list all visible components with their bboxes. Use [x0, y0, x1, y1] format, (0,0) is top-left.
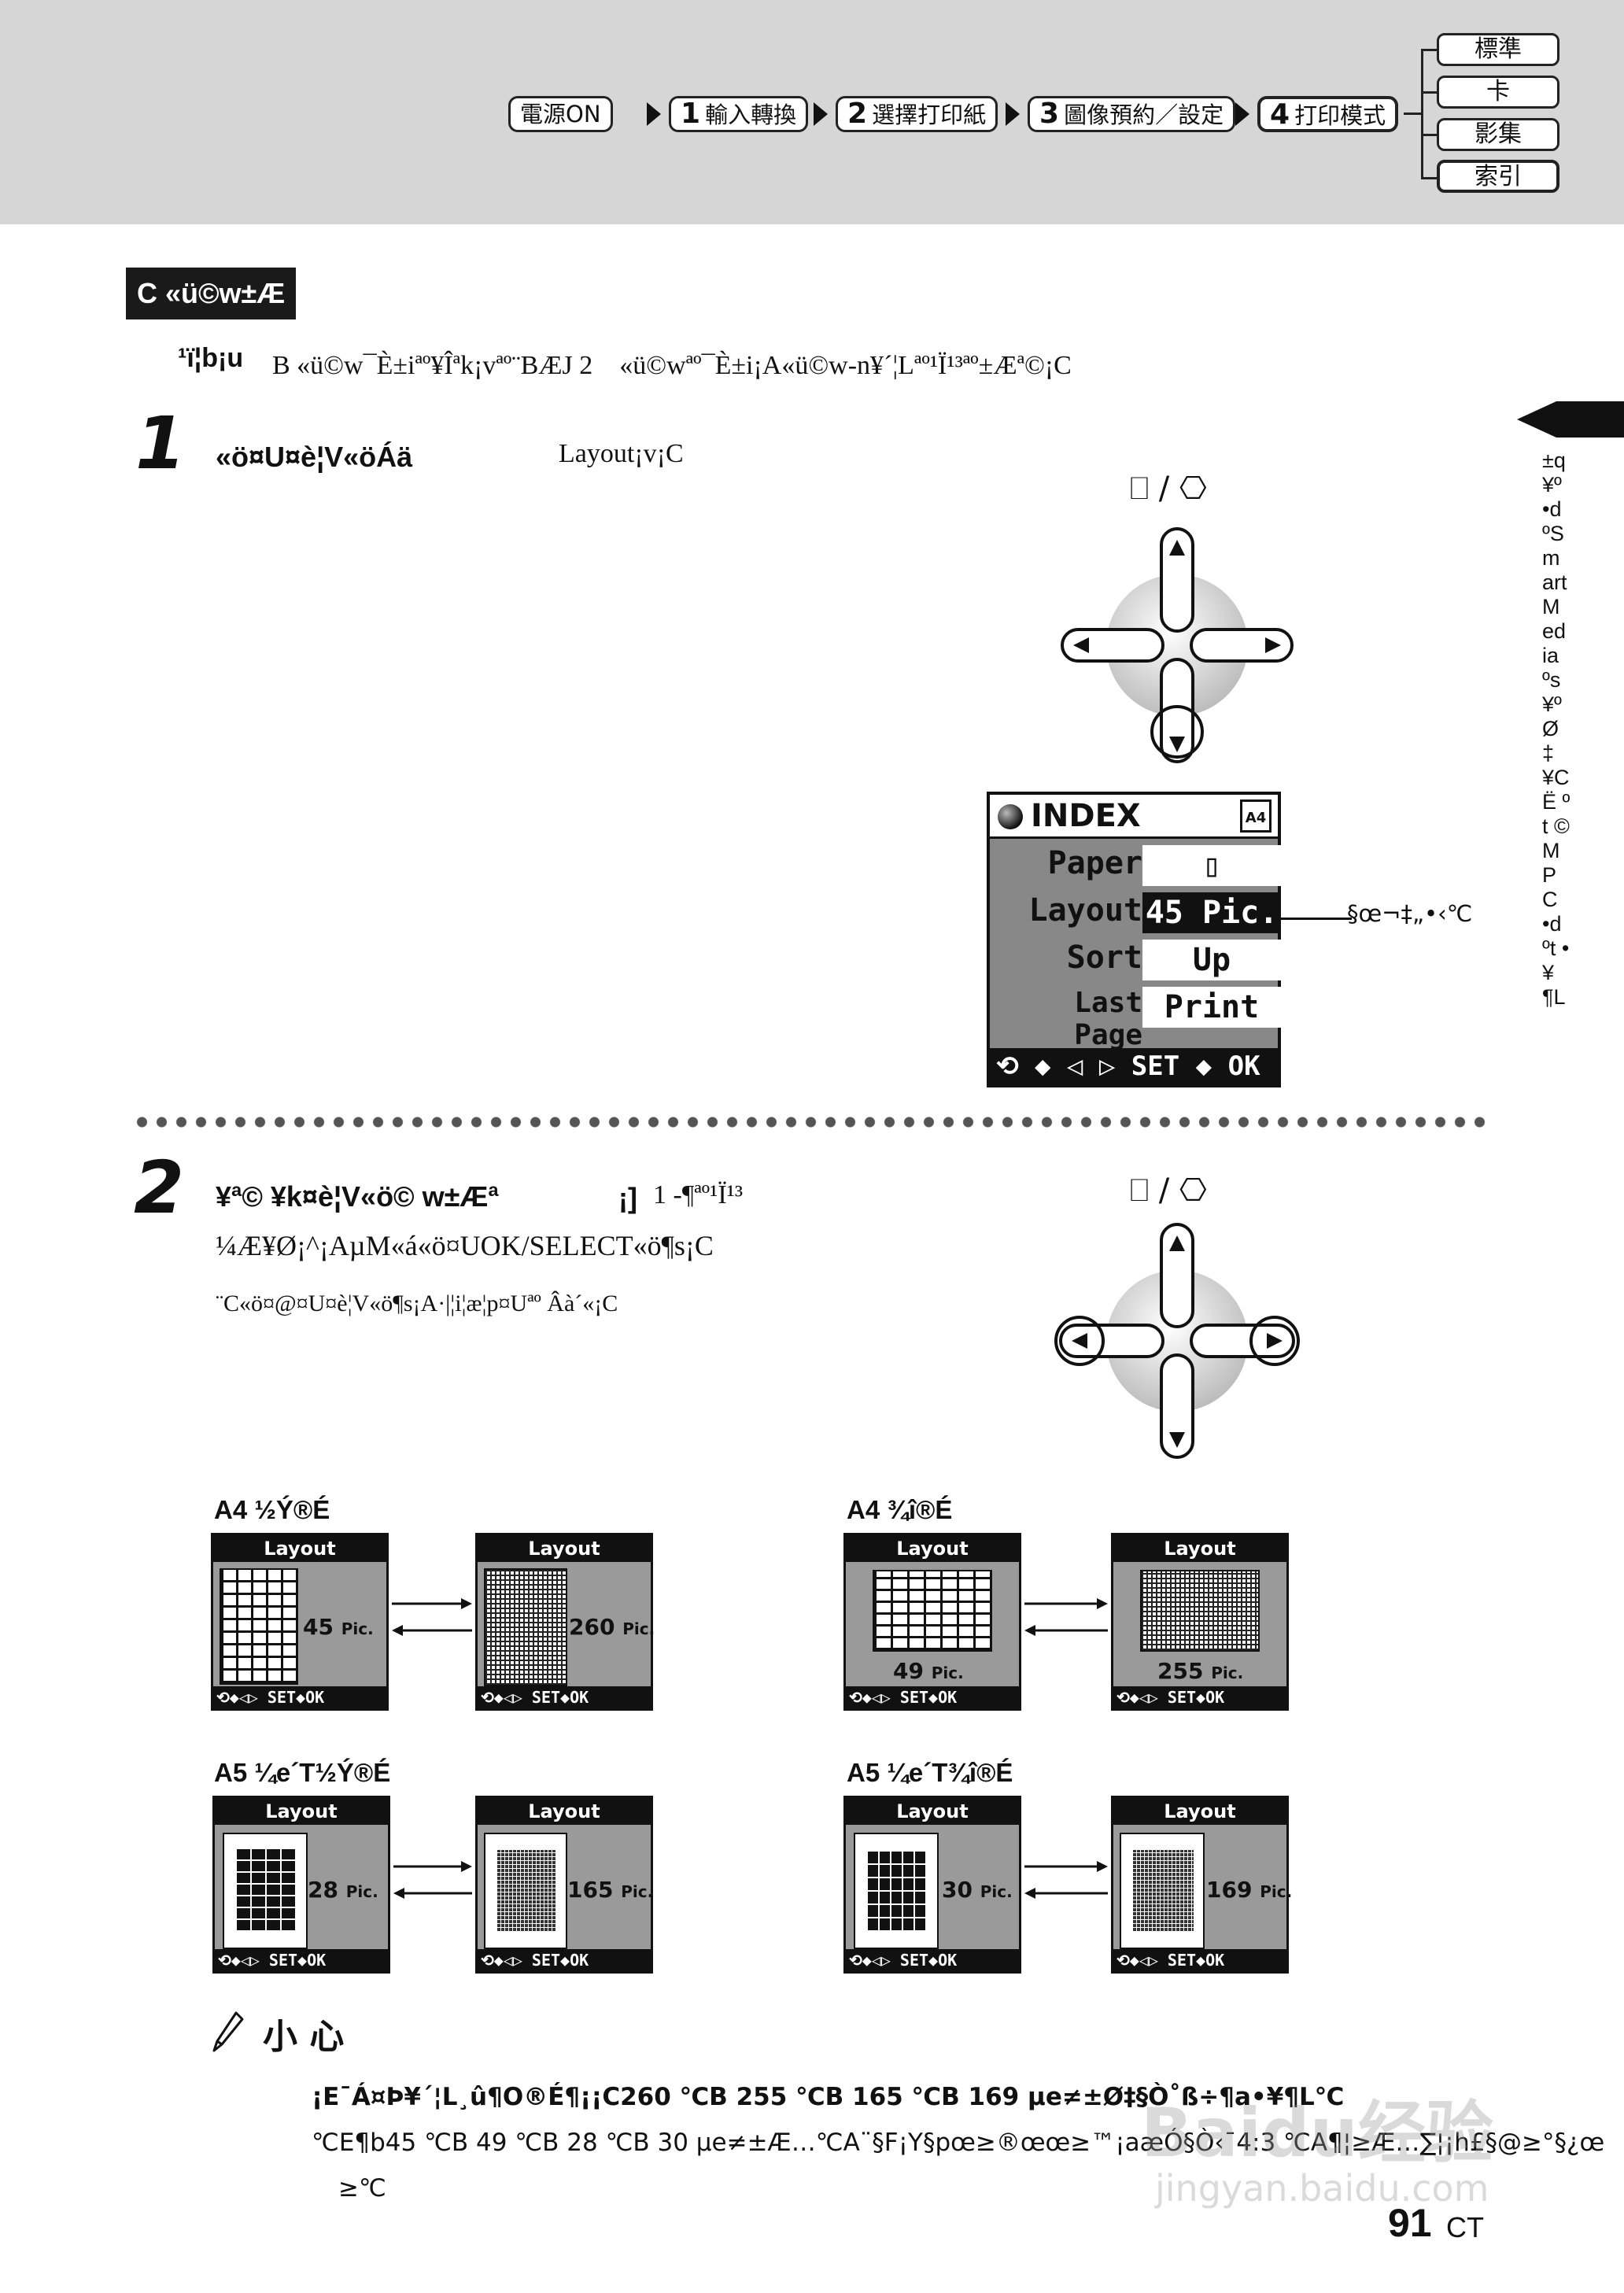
toggle-arrows-icon	[1024, 1598, 1108, 1636]
toggle-arrows-icon	[393, 1861, 472, 1899]
section-title: C «ü©w±Æ	[126, 268, 297, 319]
layout-label-a5-landscape: A5 ¼e´T¾î®É	[847, 1758, 1013, 1787]
grid-165-portrait	[496, 1850, 556, 1932]
step-1-number: 1	[135, 401, 186, 486]
grid-255-landscape	[1140, 1570, 1260, 1652]
step-2-title: ¥ª© ¥k¤è¦V«ö© w±Æª	[216, 1180, 499, 1213]
grid-49-landscape	[873, 1570, 992, 1652]
side-thumb-tab	[1517, 401, 1624, 438]
layout-screen-a5-portrait-28: Layout 28 Pic. ⟲◆◁▷ SET◆OK	[212, 1796, 390, 1974]
dpad-left-right-icon	[1054, 1223, 1300, 1459]
step-1-text: Layout¡v¡C	[559, 439, 684, 468]
callout-text: §œ¬‡„•‹℃	[1347, 900, 1473, 927]
note-line-3: ≥℃	[338, 2174, 386, 2203]
dpad-down-icon	[1061, 527, 1294, 763]
paper-size-icon: A4	[1240, 799, 1272, 833]
mode-tab-index: 索引	[1437, 160, 1559, 193]
lcd-label-paper: Paper	[1047, 845, 1142, 881]
dpad-2-label: ⎕ / ⎔	[1130, 1172, 1207, 1209]
note-line-1: ¡E¯Á¤Þ¥´¦L¸û¶O®É¶¡¡C260 ℃B 255 ℃B 165 ℃B…	[312, 2083, 1345, 2111]
callout-line	[1281, 918, 1352, 920]
layout-screen-a4-portrait-45: Layout 45 Pic. ⟲◆◁▷ SET◆OK	[211, 1533, 389, 1711]
pencil-icon	[212, 2011, 244, 2052]
lcd-header: INDEX A4	[990, 795, 1278, 839]
grid-260-portrait	[484, 1568, 567, 1686]
lcd-footer: ⟲ ◆ ◁ ▷ SET ◆ OK	[990, 1048, 1278, 1084]
toggle-arrows-icon	[1024, 1861, 1108, 1899]
step-power-on: 電源ON	[508, 96, 613, 132]
dotted-divider	[132, 1116, 1493, 1128]
step-2-number: 2	[134, 1146, 185, 1230]
record-dot-icon	[998, 804, 1023, 829]
step-2-line3: ¨C«ö¤@¤U¤è¦V«ö¶s¡A·|¦i¦æ¦p¤Uªº Âà´«¡C	[216, 1291, 618, 1316]
note-line-2: ℃E¶b45 ℃B 49 ℃B 28 ℃B 30 µe≠±Æ…℃A¨§F¡Y§p…	[312, 2129, 1605, 2157]
lcd-value-last-page: Print	[1142, 987, 1281, 1028]
toggle-arrows-icon	[392, 1598, 472, 1636]
lcd-title: INDEX	[1031, 798, 1141, 834]
page-number: 91	[1388, 2201, 1432, 2245]
grid-30-landscape	[866, 1850, 926, 1932]
side-tab-label: ±q¥º •d ºSmart Media ºs¥º Ø‡¥C Ë ºt ©M P…	[1542, 449, 1570, 1009]
step-2-title-tail: 1 -¶ªº¹Ï¹³	[653, 1180, 744, 1209]
intro-label: ¹ï¦b¡u	[178, 343, 244, 373]
step-arrow-icon	[1006, 102, 1020, 126]
mode-tab-card: 卡	[1437, 76, 1559, 109]
step-1-title: «ö¤U¤è¦V«öÁä	[216, 441, 413, 473]
grid-169-landscape	[1132, 1850, 1194, 1932]
layout-screen-a4-portrait-260: Layout 260 Pic. ⟲◆◁▷ SET◆OK	[475, 1533, 655, 1711]
note-body: ¡E¯Á¤Þ¥´¦L¸û¶O®É¶¡¡C260 ℃B 255 ℃B 165 ℃B…	[312, 2074, 1605, 2211]
layout-screen-a5-landscape-30: Layout 30 Pic. ⟲◆◁▷ SET◆OK	[843, 1796, 1021, 1974]
lcd-value-layout: 45 Pic.	[1142, 892, 1281, 933]
step-2-title-suffix: ¡]	[618, 1182, 637, 1214]
watermark-url: jingyan.baidu.com	[1155, 2167, 1489, 2210]
lcd-label-last-page: Last Page	[1074, 987, 1142, 1051]
step-arrow-icon	[814, 102, 828, 126]
grid-45-portrait	[220, 1568, 298, 1685]
step-arrow-icon	[1235, 102, 1249, 126]
layout-label-a4-portrait: A4 ½Ý®É	[214, 1495, 330, 1524]
layout-label-a4-landscape: A4 ¾î®É	[847, 1495, 953, 1524]
step-2-line2: ¼Æ¥Ø¡^¡AµM«á«ö¤UOK/SELECT«ö¶s¡C	[216, 1230, 714, 1261]
lcd-value-paper: ▯	[1142, 845, 1281, 886]
lcd-label-layout: Layout	[1028, 892, 1143, 929]
lcd-index-screen: INDEX A4 Paper ▯ Layout 45 Pic. Sort Up …	[987, 792, 1281, 1087]
layout-screen-a5-portrait-165: Layout 165 Pic. ⟲◆◁▷ SET◆OK	[475, 1796, 653, 1974]
layout-label-a5-portrait: A5 ¼e´T½Ý®É	[214, 1758, 391, 1787]
page-lang-code: CT	[1446, 2211, 1484, 2243]
step-arrow-icon	[647, 102, 661, 126]
intro-text: B «ü©w¯È±iªº¥Îªk¡vªº¨BÆJ 2 «ü©wªº¯È±i¡A«…	[272, 351, 1072, 380]
mode-bracket	[1421, 49, 1437, 179]
layout-screen-a4-landscape-255: Layout 255 Pic. ⟲◆◁▷ SET◆OK	[1111, 1533, 1289, 1711]
dpad-1-label: ⎕ / ⎔	[1130, 471, 1207, 507]
lcd-value-sort: Up	[1142, 940, 1281, 980]
layout-screen-a4-landscape-49: Layout 49 Pic. ⟲◆◁▷ SET◆OK	[843, 1533, 1021, 1711]
lcd-label-sort: Sort	[1066, 940, 1142, 976]
layout-screen-a5-landscape-169: Layout 169 Pic. ⟲◆◁▷ SET◆OK	[1111, 1796, 1292, 1974]
watermark-brand: Baidu经验	[1141, 2094, 1493, 2173]
mode-tab-standard: 標準	[1437, 33, 1559, 66]
note-heading: 小 心	[263, 2017, 345, 2057]
mode-tab-album: 影集	[1437, 118, 1559, 151]
grid-28-portrait	[235, 1848, 295, 1932]
